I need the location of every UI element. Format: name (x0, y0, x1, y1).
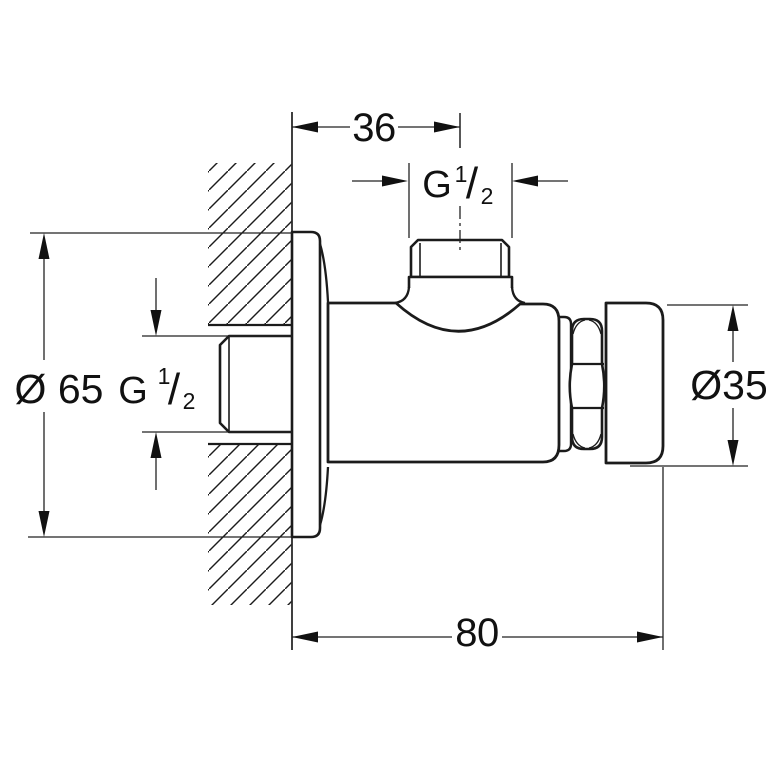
thread-label-numerator: 1 (455, 161, 468, 187)
arrowhead-left (292, 631, 318, 643)
port-fillet-left (394, 286, 411, 305)
escutcheon-bell-bottom (318, 466, 330, 526)
dimension-label: Ø 65 (15, 366, 104, 412)
top-thread-port (394, 238, 526, 305)
dim-36: 36 (292, 106, 461, 150)
nut-chamfer-arc-tl (572, 319, 586, 335)
arrowhead-down (727, 440, 739, 466)
escutcheon-plate (290, 230, 322, 539)
thread-label-denominator: 2 (183, 388, 196, 414)
valve-body (326, 301, 561, 464)
dim-g12-left: G 1 / 2 (118, 278, 292, 490)
supply-pipe (218, 334, 292, 434)
arrowhead-down (150, 310, 162, 336)
thread-label-denominator: 2 (481, 183, 494, 209)
dimension-label: 36 (352, 106, 396, 150)
escutcheon (290, 230, 330, 539)
dim-dia65: Ø 65 (15, 232, 292, 538)
arrowhead-right (434, 121, 460, 133)
arrowhead-left (382, 175, 408, 187)
nut-chamfer-arc-br (588, 433, 602, 449)
arrowhead-right (637, 631, 663, 643)
dim-dia35: Ø35 (630, 304, 766, 467)
thread-label-slash: / (168, 365, 181, 414)
handle-knob (604, 301, 665, 465)
escutcheon-bell-top (318, 243, 330, 303)
port-collar (407, 275, 514, 288)
thread-label-slash: / (466, 159, 479, 208)
wall-hatch-lower (208, 444, 292, 605)
arrowhead-right (512, 175, 538, 187)
nut-chamfer-arc-bl (572, 433, 586, 449)
nut-chamfer-arc-tr (588, 319, 602, 335)
wall-hatch-upper (208, 163, 292, 325)
port-thread-outline (409, 238, 511, 279)
arrowhead-down (38, 511, 50, 537)
thread-label-letter: G (118, 370, 148, 412)
thread-label-letter: G (422, 164, 452, 206)
thread-label-numerator: 1 (158, 363, 171, 389)
dim-g12-top: G 1 / 2 (352, 159, 568, 238)
dimension-label: 80 (455, 611, 499, 655)
supply-pipe-outline (218, 334, 292, 434)
arrowhead-up (38, 233, 50, 259)
port-fillet-right (510, 286, 526, 305)
dim-80: 80 (292, 467, 664, 655)
wall-section (208, 112, 293, 650)
arrowhead-left (292, 121, 318, 133)
arrowhead-up (727, 305, 739, 331)
union-nut-outline (568, 317, 606, 451)
dimension-label: Ø35 (690, 362, 766, 408)
union-nut (568, 317, 606, 451)
arrowhead-up (150, 432, 162, 458)
